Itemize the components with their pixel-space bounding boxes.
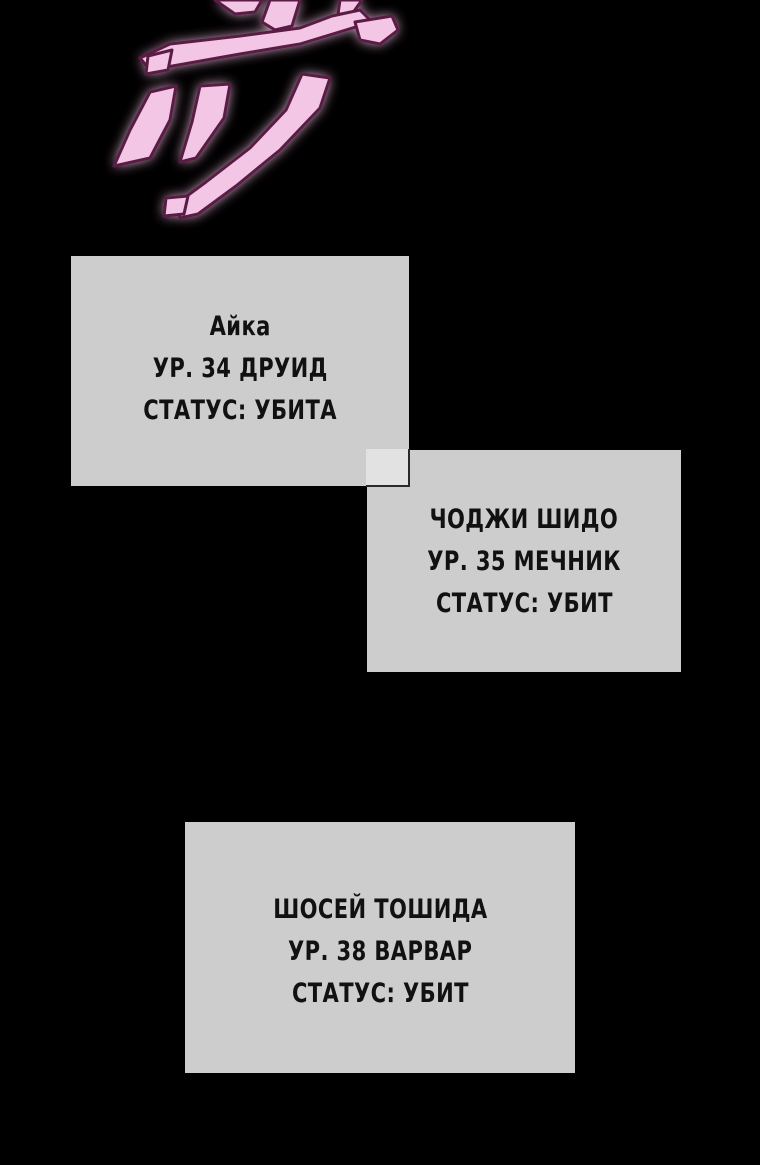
- character-status: СТАТУС: УБИТА: [143, 395, 337, 426]
- character-panel-choji-shido: ЧОДЖИ ШИДО УР. 35 МЕЧНИК СТАТУС: УБИТ: [367, 450, 681, 672]
- character-panel-shosei-toshida: ШОСЕЙ ТОШИДА УР. 38 ВАРВАР СТАТУС: УБИТ: [185, 822, 575, 1073]
- character-level: УР. 38 ВАРВАР: [287, 935, 473, 967]
- character-name: Айка: [209, 311, 271, 342]
- character-name: ШОСЕЙ ТОШИДА: [272, 893, 488, 925]
- character-level: УР. 34 ДРУИД: [152, 353, 328, 384]
- character-status: СТАТУС: УБИТ: [435, 588, 613, 619]
- pink-brush-stroke-sfx-icon: [112, 0, 400, 220]
- character-status: СТАТУС: УБИТ: [291, 977, 469, 1009]
- panel-overlap-corner: [366, 449, 410, 487]
- character-level: УР. 35 МЕЧНИК: [427, 546, 621, 577]
- character-name: ЧОДЖИ ШИДО: [429, 504, 619, 535]
- character-panel-aika: Айка УР. 34 ДРУИД СТАТУС: УБИТА: [71, 256, 409, 486]
